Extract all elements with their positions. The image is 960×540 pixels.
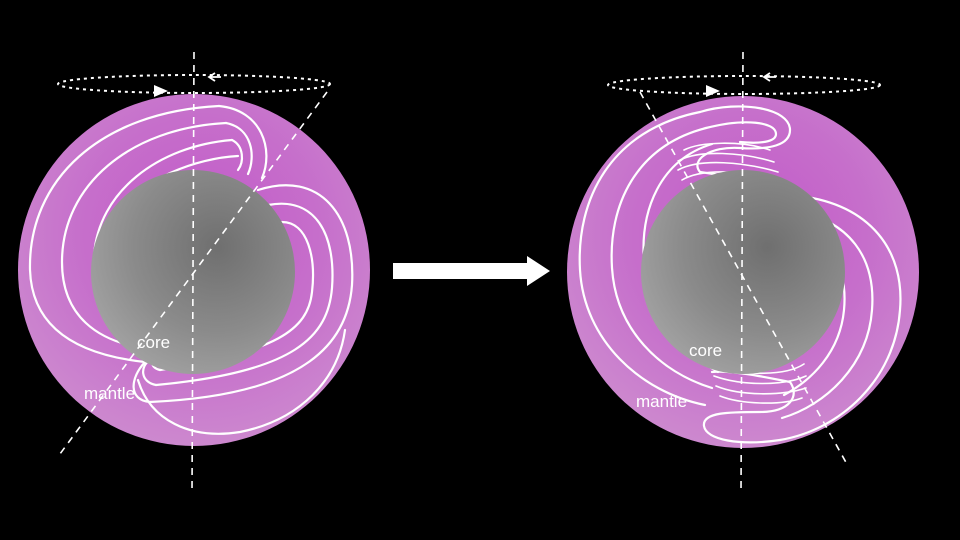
core-sphere <box>91 170 295 374</box>
core-sphere <box>641 170 845 374</box>
core-label: core <box>689 341 722 360</box>
rotation-axis <box>191 51 195 493</box>
panel-after: core mantle <box>567 51 919 493</box>
mantle-label: mantle <box>636 392 687 411</box>
rotation-direction-icon <box>607 72 881 97</box>
rotation-axis <box>740 51 744 493</box>
field-lines <box>28 104 354 435</box>
magnetic-axis <box>639 91 849 467</box>
magnetic-axis <box>56 91 328 459</box>
rotation-direction-icon <box>57 72 331 97</box>
panel-before: core mantle <box>18 51 370 493</box>
core-label: core <box>137 333 170 352</box>
right-arrow-icon <box>393 256 550 286</box>
mantle-label: mantle <box>84 384 135 403</box>
